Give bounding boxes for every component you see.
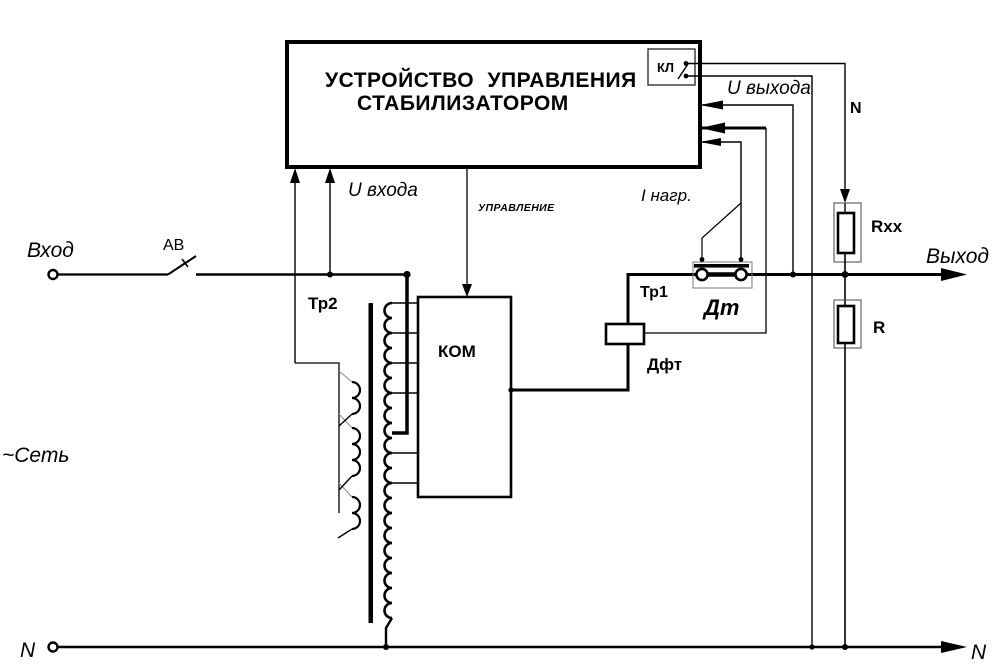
neutral-terminal	[47, 641, 59, 653]
i-load-label: I нагр.	[641, 186, 692, 205]
control-unit-outline	[285, 40, 702, 169]
tr2-input-tap	[392, 274, 409, 435]
r-resistor: R	[833, 274, 885, 647]
tr2-left-entry-diagonals	[338, 370, 353, 498]
arrow-up-u-input-right	[325, 168, 335, 183]
kl-wire-to-rxx	[686, 62, 846, 190]
output-line: Выход	[626, 245, 989, 281]
tr2-left-coil-2	[351, 426, 362, 478]
dft-label: Дфт	[647, 355, 682, 374]
neutral-top-label: N	[850, 100, 862, 117]
u-output-sense-wire	[700, 104, 794, 274]
r-body	[836, 304, 856, 345]
tr2-main-winding	[383, 301, 393, 620]
arrow-down-control	[462, 284, 472, 297]
arrow-up-u-input-left	[290, 168, 300, 183]
kom-outline	[416, 295, 513, 499]
junction-dot-kom-output	[508, 387, 514, 393]
rxx-resistor: Rxx	[833, 202, 903, 275]
tr2-left-coil-3	[351, 495, 362, 531]
kl-switch-blade	[677, 63, 689, 80]
control-signal: УПРАВЛЕНИЕ	[462, 169, 555, 297]
dt-terminal-circle-left	[695, 267, 709, 282]
dt-current-sensor: Дт	[692, 257, 753, 320]
arrow-left-i-load	[700, 138, 721, 146]
dt-shunt-bar	[694, 264, 749, 268]
tr2-core	[368, 303, 373, 623]
control-unit-title-line1: УСТРОЙСТВО УПРАВЛЕНИЯ	[325, 68, 637, 92]
rxx-body	[836, 211, 856, 255]
kl-wire-to-neutral-rail	[686, 75, 813, 647]
control-unit-box: УСТРОЙСТВО УПРАВЛЕНИЯ СТАБИЛИЗАТОРОМ	[285, 40, 702, 169]
r-outer-box	[833, 299, 862, 349]
arrow-left-dft	[700, 122, 725, 134]
kom-label: КОМ	[438, 342, 476, 361]
tr2-left-diag-in-3	[338, 482, 353, 498]
junction-dot-winding-neutral	[383, 644, 389, 650]
dt-terminal-circle-right	[734, 267, 748, 282]
rxx-outer-box	[833, 202, 862, 263]
tr2-winding-bottom-lead	[384, 617, 394, 647]
arrow-neutral	[941, 641, 967, 653]
rxx-label: Rxx	[871, 217, 903, 236]
junction-dot-resistors-output	[841, 271, 849, 278]
u-output-feedback: U выхода	[700, 78, 811, 278]
power-path: Дфт Тр1	[508, 273, 682, 393]
dt-tap-dot-right	[738, 257, 744, 262]
arrow-output	[941, 268, 967, 281]
tr2-left-diag-out-1	[338, 413, 353, 427]
tr2-left-diag-out-3	[337, 528, 353, 539]
u-input-label: U входа	[348, 180, 418, 201]
neutral-right-label: N	[971, 641, 987, 664]
i-load-pair-wire	[701, 202, 742, 259]
breaker-blade	[167, 255, 197, 276]
i-load-sense-wire	[700, 141, 742, 259]
control-unit-title-line2: СТАБИЛИЗАТОРОМ	[357, 92, 569, 115]
tr2-left-winding-bus	[295, 362, 340, 513]
breaker-tick	[181, 258, 189, 268]
dft-feedback	[644, 122, 767, 334]
breaker-label: АВ	[163, 237, 184, 254]
input-terminal	[47, 268, 59, 281]
kl-relay-label: КЛ	[657, 60, 674, 75]
output-label: Выход	[926, 245, 989, 268]
neutral-rail: N N	[20, 639, 987, 664]
r-label: R	[873, 318, 885, 337]
kom-commutator: КОМ	[416, 295, 513, 499]
kl-wiring	[686, 62, 850, 647]
tr2-left-coil-1	[351, 380, 362, 416]
tr2-left-diag-in-1	[338, 370, 353, 383]
dft-box	[604, 322, 646, 346]
control-label: УПРАВЛЕНИЕ	[478, 202, 555, 214]
dt-tap-dot-left	[699, 257, 705, 262]
tr2-label: Тр2	[308, 294, 338, 313]
dt-outline	[692, 261, 753, 289]
mains-label: ~Сеть	[2, 444, 69, 467]
junction-dot-kl-neutral	[809, 644, 815, 650]
input-circuit: Вход АВ	[27, 237, 411, 281]
kl-relay-outline	[647, 48, 696, 86]
tr2-left-diag-in-2	[338, 413, 353, 429]
transformer-tr2: Тр2	[295, 274, 418, 647]
u-output-label: U выхода	[727, 78, 811, 99]
kom-to-dft-wire	[511, 344, 630, 392]
arrow-down-into-rxx	[840, 189, 850, 203]
tr2-left-diag-out-2	[338, 475, 353, 491]
tr2-taps	[392, 302, 418, 484]
input-label: Вход	[27, 239, 74, 262]
u-input-sense: U входа	[290, 168, 418, 363]
tr2-left-exit-diagonals	[337, 413, 353, 539]
arrow-left-u-output	[700, 100, 723, 110]
kl-relay: КЛ	[647, 48, 696, 86]
dt-label: Дт	[702, 295, 739, 320]
tr2-left-winding	[295, 362, 362, 539]
dft-sense-wire	[644, 128, 767, 334]
tr1-label: Тр1	[640, 284, 668, 301]
junction-dot-r-neutral	[842, 644, 848, 650]
neutral-left-label: N	[20, 639, 36, 662]
i-load-feedback: I нагр.	[641, 138, 742, 259]
